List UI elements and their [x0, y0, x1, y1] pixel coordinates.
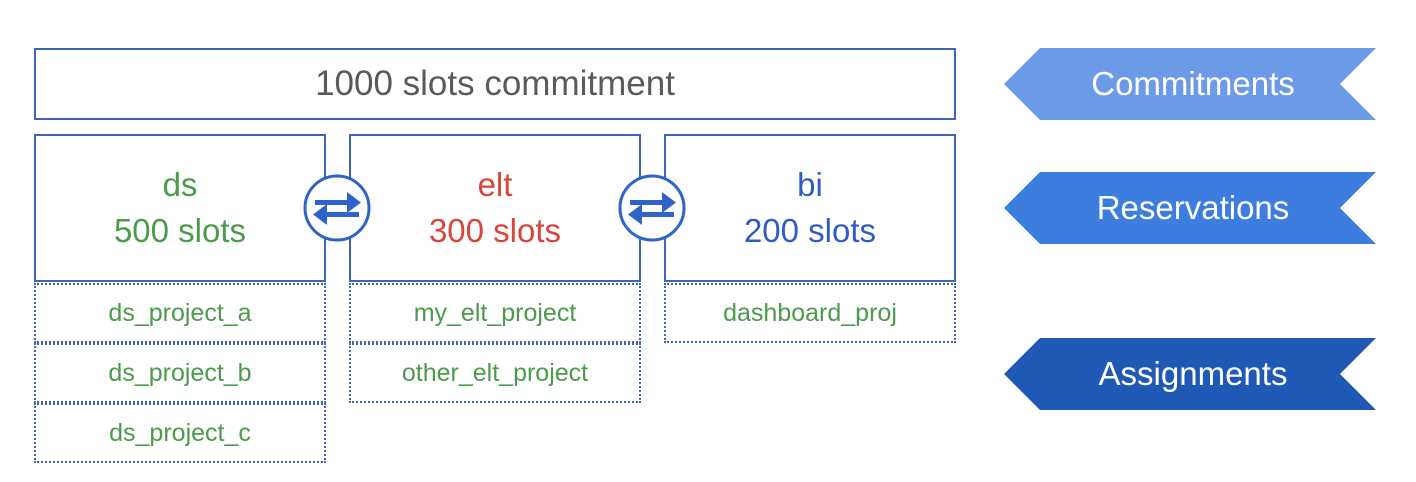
- assignment-label: other_elt_project: [401, 358, 589, 387]
- reservation-elt: elt 300 slots: [349, 134, 641, 282]
- reservation-elt-slots: 300 slots: [428, 212, 562, 249]
- legend-reservations-label: Reservations: [1096, 189, 1290, 226]
- legend-reservations: Reservations: [1004, 172, 1376, 244]
- assignment-ds-project-a: ds_project_a: [34, 283, 326, 343]
- swap-arrows-icon: [303, 174, 371, 242]
- reservation-ds-slots: 500 slots: [113, 212, 247, 249]
- commitment-label: 1000 slots commitment: [315, 64, 675, 103]
- assignment-ds-project-c: ds_project_c: [34, 403, 326, 463]
- legend-commitments: Commitments: [1004, 48, 1376, 120]
- reservations-arrow-shape: [1004, 172, 1376, 244]
- reservation-ds: ds 500 slots: [34, 134, 326, 282]
- reservation-ds-name: ds: [162, 166, 198, 203]
- assignment-label: ds_project_c: [109, 418, 251, 447]
- assignment-ds-project-b: ds_project_b: [34, 343, 326, 403]
- commitment-box: 1000 slots commitment: [34, 48, 956, 120]
- legend-assignments: Assignments: [1004, 338, 1376, 410]
- assignment-label: dashboard_proj: [723, 298, 897, 327]
- reservation-bi: bi 200 slots: [664, 134, 956, 282]
- legend-assignments-label: Assignments: [1098, 355, 1288, 392]
- assignment-label: ds_project_b: [108, 358, 252, 387]
- assignment-label: my_elt_project: [413, 298, 577, 327]
- legend-commitments-label: Commitments: [1091, 65, 1295, 102]
- reservation-bi-slots: 200 slots: [743, 212, 877, 249]
- assignment-dashboard-proj: dashboard_proj: [664, 283, 956, 343]
- commitments-arrow-shape: [1004, 48, 1376, 120]
- assignments-arrow-shape: [1004, 338, 1376, 410]
- swap-arrows-icon: [618, 174, 686, 242]
- assignment-other-elt-project: other_elt_project: [349, 343, 641, 403]
- assignment-my-elt-project: my_elt_project: [349, 283, 641, 343]
- reservation-bi-name: bi: [797, 166, 823, 203]
- assignment-label: ds_project_a: [108, 298, 252, 327]
- reservation-elt-name: elt: [477, 166, 513, 203]
